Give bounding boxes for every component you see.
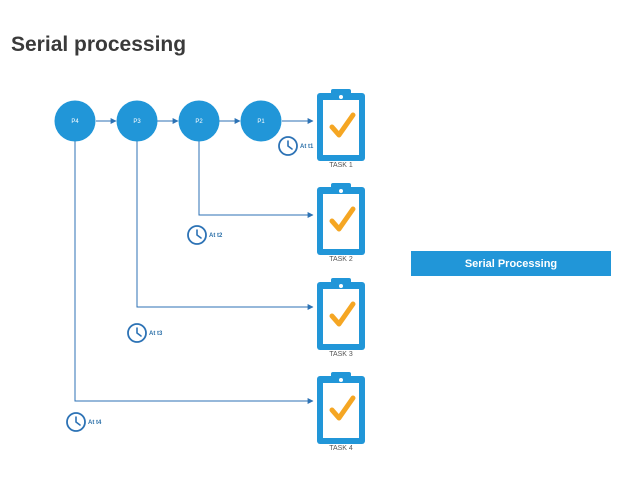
process-node-p1: P1 — [240, 100, 282, 142]
time-label-4: At t4 — [88, 420, 102, 426]
task-4: TASK 4 — [317, 372, 365, 452]
clock-icon — [187, 225, 207, 245]
task-2: TASK 2 — [317, 183, 365, 263]
clipboard-check-icon — [317, 89, 365, 161]
time-marker-1: At t1 — [278, 136, 314, 156]
task-label-3: TASK 3 — [329, 351, 353, 358]
connector-p2-task2 — [198, 141, 314, 218]
process-label-p3: P3 — [133, 119, 141, 125]
time-label-3: At t3 — [149, 331, 163, 337]
time-marker-4: At t4 — [66, 412, 102, 432]
process-label-p1: P1 — [257, 119, 265, 125]
time-marker-3: At t3 — [127, 323, 163, 343]
time-label-1: At t1 — [300, 144, 314, 150]
task-label-2: TASK 2 — [329, 256, 353, 263]
process-node-p4: P4 — [54, 100, 96, 142]
process-node-p2: P2 — [178, 100, 220, 142]
process-label-p4: P4 — [71, 119, 79, 125]
task-3: TASK 3 — [317, 278, 365, 358]
process-label-p2: P2 — [195, 119, 203, 125]
serial-processing-banner: Serial Processing — [411, 251, 611, 276]
clock-icon — [66, 412, 86, 432]
task-label-1: TASK 1 — [329, 162, 353, 169]
time-marker-2: At t2 — [187, 225, 223, 245]
connectors — [74, 118, 314, 404]
time-label-2: At t2 — [209, 233, 223, 239]
clipboard-check-icon — [317, 183, 365, 255]
clock-icon — [127, 323, 147, 343]
page-title: Serial processing — [11, 33, 187, 56]
clipboard-check-icon — [317, 278, 365, 350]
connector-p3-task3 — [136, 141, 314, 310]
task-1: TASK 1 — [317, 89, 365, 169]
process-node-p3: P3 — [116, 100, 158, 142]
task-label-4: TASK 4 — [329, 445, 353, 452]
connector-p4-task4 — [74, 141, 314, 404]
clipboard-check-icon — [317, 372, 365, 444]
clock-icon — [278, 136, 298, 156]
